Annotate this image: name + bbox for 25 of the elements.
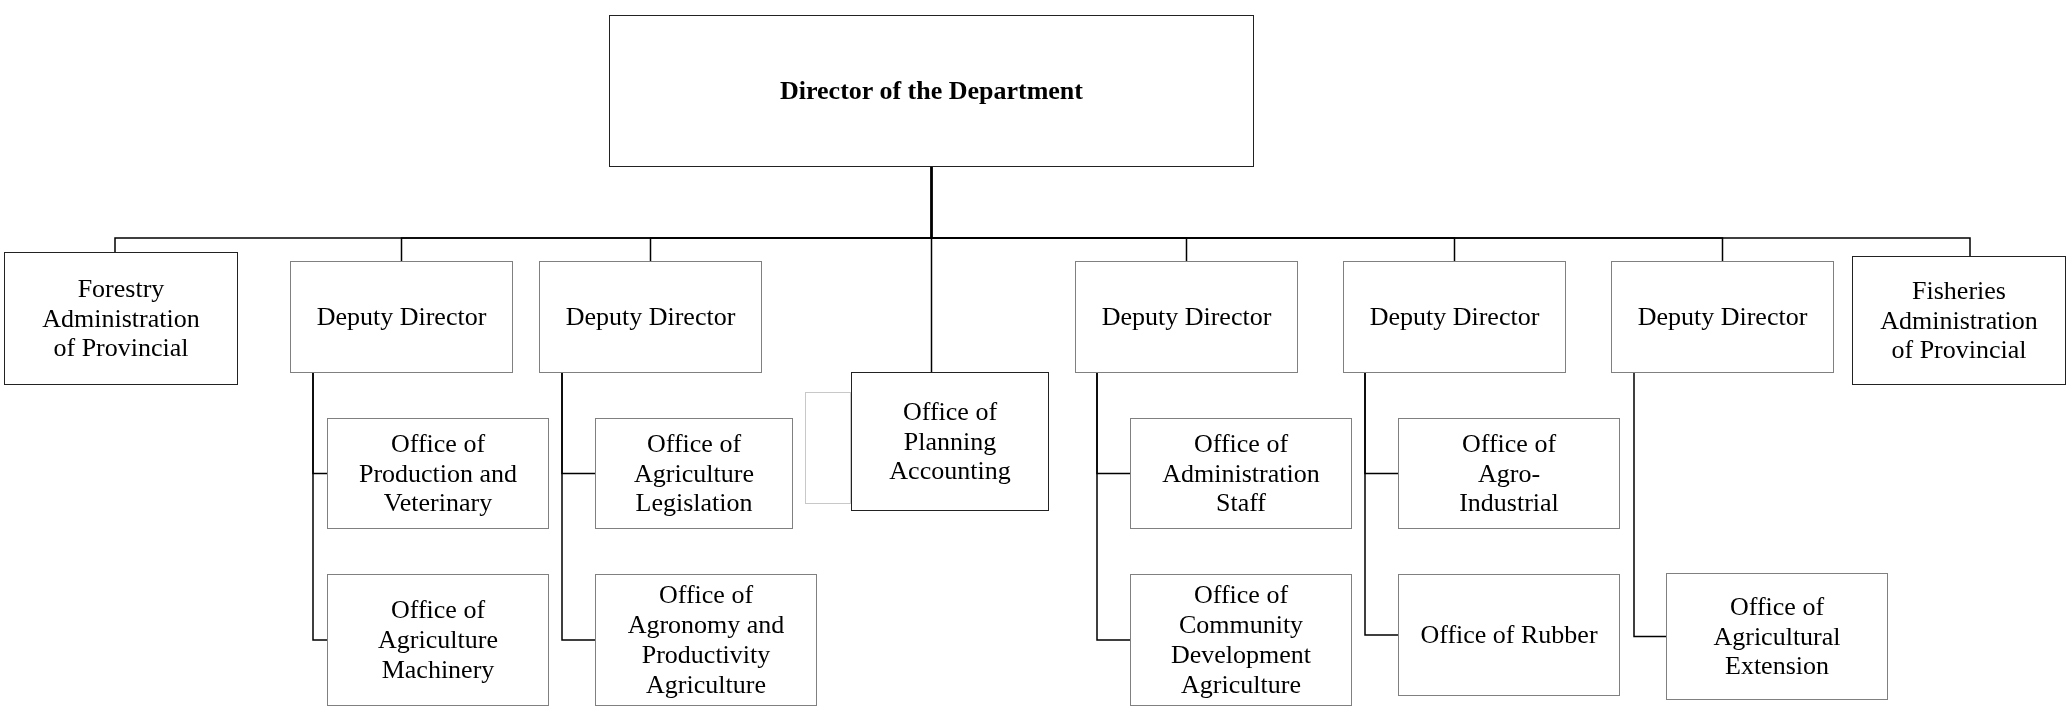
connector-line [1364, 372, 1399, 636]
org-box: Office of Agricultural Extension [1666, 573, 1888, 700]
org-box: Fisheries Administration of Provincial [1852, 256, 2066, 385]
org-box: Office of Administration Staff [1130, 418, 1352, 529]
connector-line [1633, 372, 1667, 638]
empty-box [805, 392, 851, 504]
org-box: Deputy Director [1343, 261, 1566, 373]
connector-line [930, 166, 1971, 257]
org-box: Office of Production and Veterinary [327, 418, 549, 529]
connector-line [561, 372, 596, 641]
org-box: Office of Agro-Industrial [1398, 418, 1620, 529]
org-box: Office of Agronomy and Productivity Agriculture [595, 574, 817, 706]
director-box: Director of the Department [609, 15, 1254, 167]
connector-line [1096, 372, 1131, 641]
org-box: Forestry Administration of Provincial [4, 252, 238, 385]
org-box: Deputy Director [1611, 261, 1834, 373]
org-box: Office of Agriculture Legislation [595, 418, 793, 529]
org-box: Deputy Director [1075, 261, 1298, 373]
org-box: Deputy Director [290, 261, 513, 373]
org-box: Deputy Director [539, 261, 762, 373]
org-box: Office of Planning Accounting [851, 372, 1049, 511]
org-box: Office of Community Development Agriculture [1130, 574, 1352, 706]
org-box: Office of Rubber [1398, 574, 1620, 696]
org-box: Office of Agriculture Machinery [327, 574, 549, 706]
connector-line [312, 372, 328, 641]
